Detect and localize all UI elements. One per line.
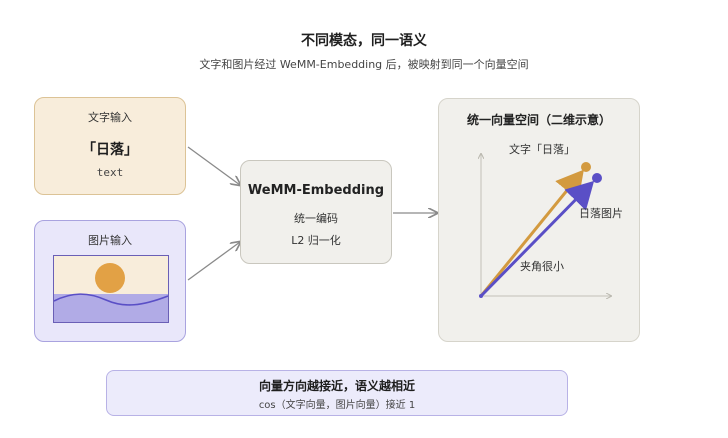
sunset-thumbnail: [53, 255, 169, 323]
embedding-model-name: WeMM-Embedding: [247, 183, 385, 198]
text-input-box: 文字输入 「日落」 text: [34, 97, 186, 195]
text-input-content: 「日落」: [82, 142, 138, 158]
wave-icon: [54, 293, 168, 306]
text-vector-label: 文字「日落」: [509, 143, 575, 156]
origin-point: [479, 294, 483, 298]
diagram-subtitle: 文字和图片经过 WeMM-Embedding 后，被映射到同一个向量空间: [199, 58, 529, 71]
image-vector-label: 日落图片: [579, 207, 623, 220]
text-input-label: 文字输入: [88, 111, 132, 124]
sun-icon: [95, 263, 125, 293]
diagram-title: 不同模态，同一语义: [301, 33, 427, 49]
image-vector-endpoint: [592, 173, 602, 183]
conclusion-formula: cos（文字向量，图片向量）接近 1: [258, 400, 416, 411]
image-input-label: 图片输入: [88, 234, 132, 247]
text-vector-arrow: [479, 169, 584, 297]
text-vector-endpoint: [581, 162, 591, 172]
image-vector-arrow: [479, 180, 595, 298]
image-to-embedding-arrow: [187, 242, 240, 281]
text-type-label: text: [96, 166, 124, 179]
embedding-step-encode: 统一编码: [294, 212, 338, 225]
embedding-model-box: WeMM-Embedding 统一编码 L2 归一化: [240, 160, 392, 264]
text-to-embedding-arrow: [187, 146, 240, 185]
vector-space-title: 统一向量空间（二维示意）: [466, 113, 611, 127]
conclusion-headline: 向量方向越接近，语义越相近: [258, 379, 415, 393]
vector-space-panel: 统一向量空间（二维示意） 文字「日落」: [438, 98, 640, 342]
image-input-box: 图片输入: [34, 220, 186, 342]
conclusion-box: 向量方向越接近，语义越相近 cos（文字向量，图片向量）接近 1: [106, 370, 568, 416]
vector-plot: [439, 99, 639, 341]
angle-label: 夹角很小: [520, 260, 564, 273]
embedding-step-normalize: L2 归一化: [291, 234, 341, 247]
